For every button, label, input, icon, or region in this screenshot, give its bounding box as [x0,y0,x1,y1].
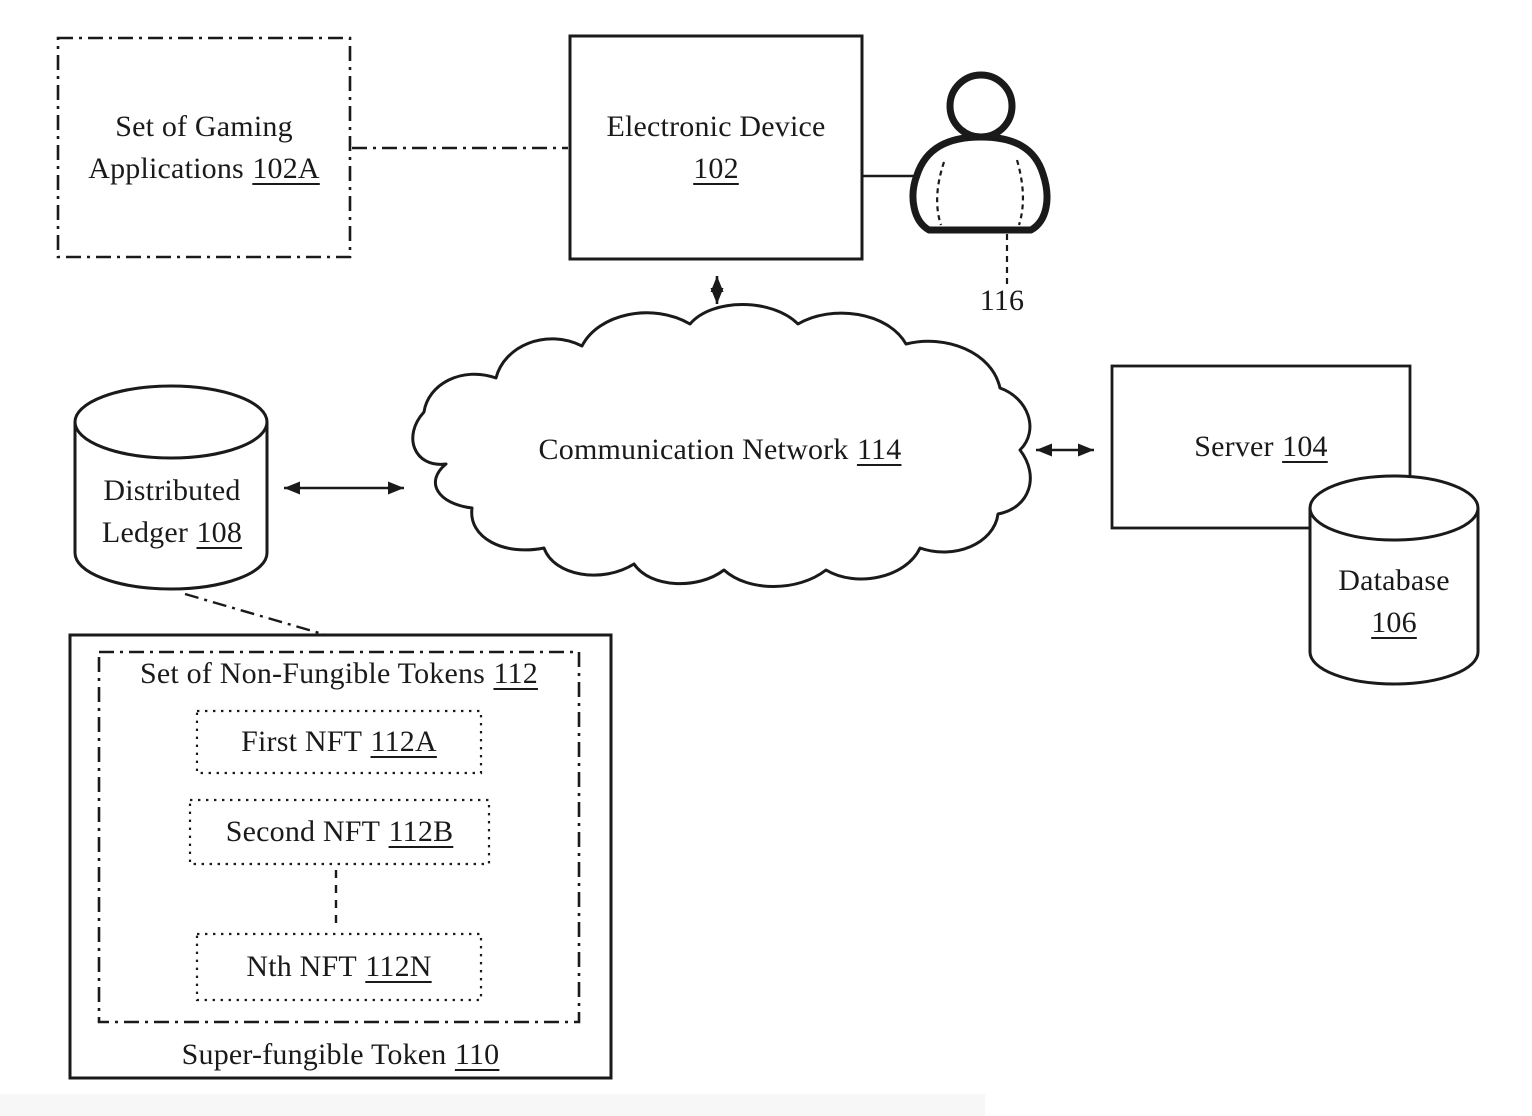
communication-network-cloud [411,303,1032,588]
communication-network-text: Communication Network [538,433,849,466]
scan-artifact-strip [0,1094,985,1116]
user-icon [909,71,1051,234]
electronic-device-ref: 102 [693,151,739,185]
first-nft-text: First NFT [241,725,363,758]
distributed-ledger-ref: 108 [196,516,243,549]
user-ref: 116 [979,284,1025,317]
nft-set-box [97,650,581,1024]
database-ref: 106 [1371,606,1417,639]
nft-set-ref: 112 [493,657,538,690]
server-ref: 104 [1282,430,1328,463]
ledger-to-token-connector [184,592,334,639]
database-cylinder [1308,474,1480,686]
first-nft-box [195,709,483,775]
user-ref-label: 116 [952,282,1052,320]
nth-nft-text: Nth NFT [246,950,357,983]
communication-network-ref: 114 [856,433,902,466]
second-nft-box [188,798,491,866]
super-fungible-token-box [68,633,613,1080]
database-text: Database [1338,564,1450,597]
super-fungible-token-ref: 110 [454,1038,500,1071]
electronic-device-box [568,34,864,261]
nth-nft-ref: 112N [365,950,432,983]
distributed-ledger-cylinder [73,384,269,591]
distributed-ledger-text: Distributed Ledger [101,474,241,549]
gaming-apps-box [56,36,352,259]
second-nft-text: Second NFT [225,815,381,848]
database-label: Database 106 [1310,556,1478,648]
first-nft-ref: 112A [370,725,437,758]
gaming-apps-ref: 102A [252,151,320,185]
electronic-device-label: Electronic Device 102 [570,36,862,259]
second-nft-ref: 112B [388,815,454,848]
super-fungible-token-text: Super-fungible Token [181,1038,447,1071]
nft-set-text: Set of Non-Fungible Tokens [140,657,486,690]
electronic-device-text: Electronic Device [606,109,826,143]
server-text: Server [1194,430,1274,463]
gaming-apps-text: Set of Gaming Applications [88,109,293,185]
